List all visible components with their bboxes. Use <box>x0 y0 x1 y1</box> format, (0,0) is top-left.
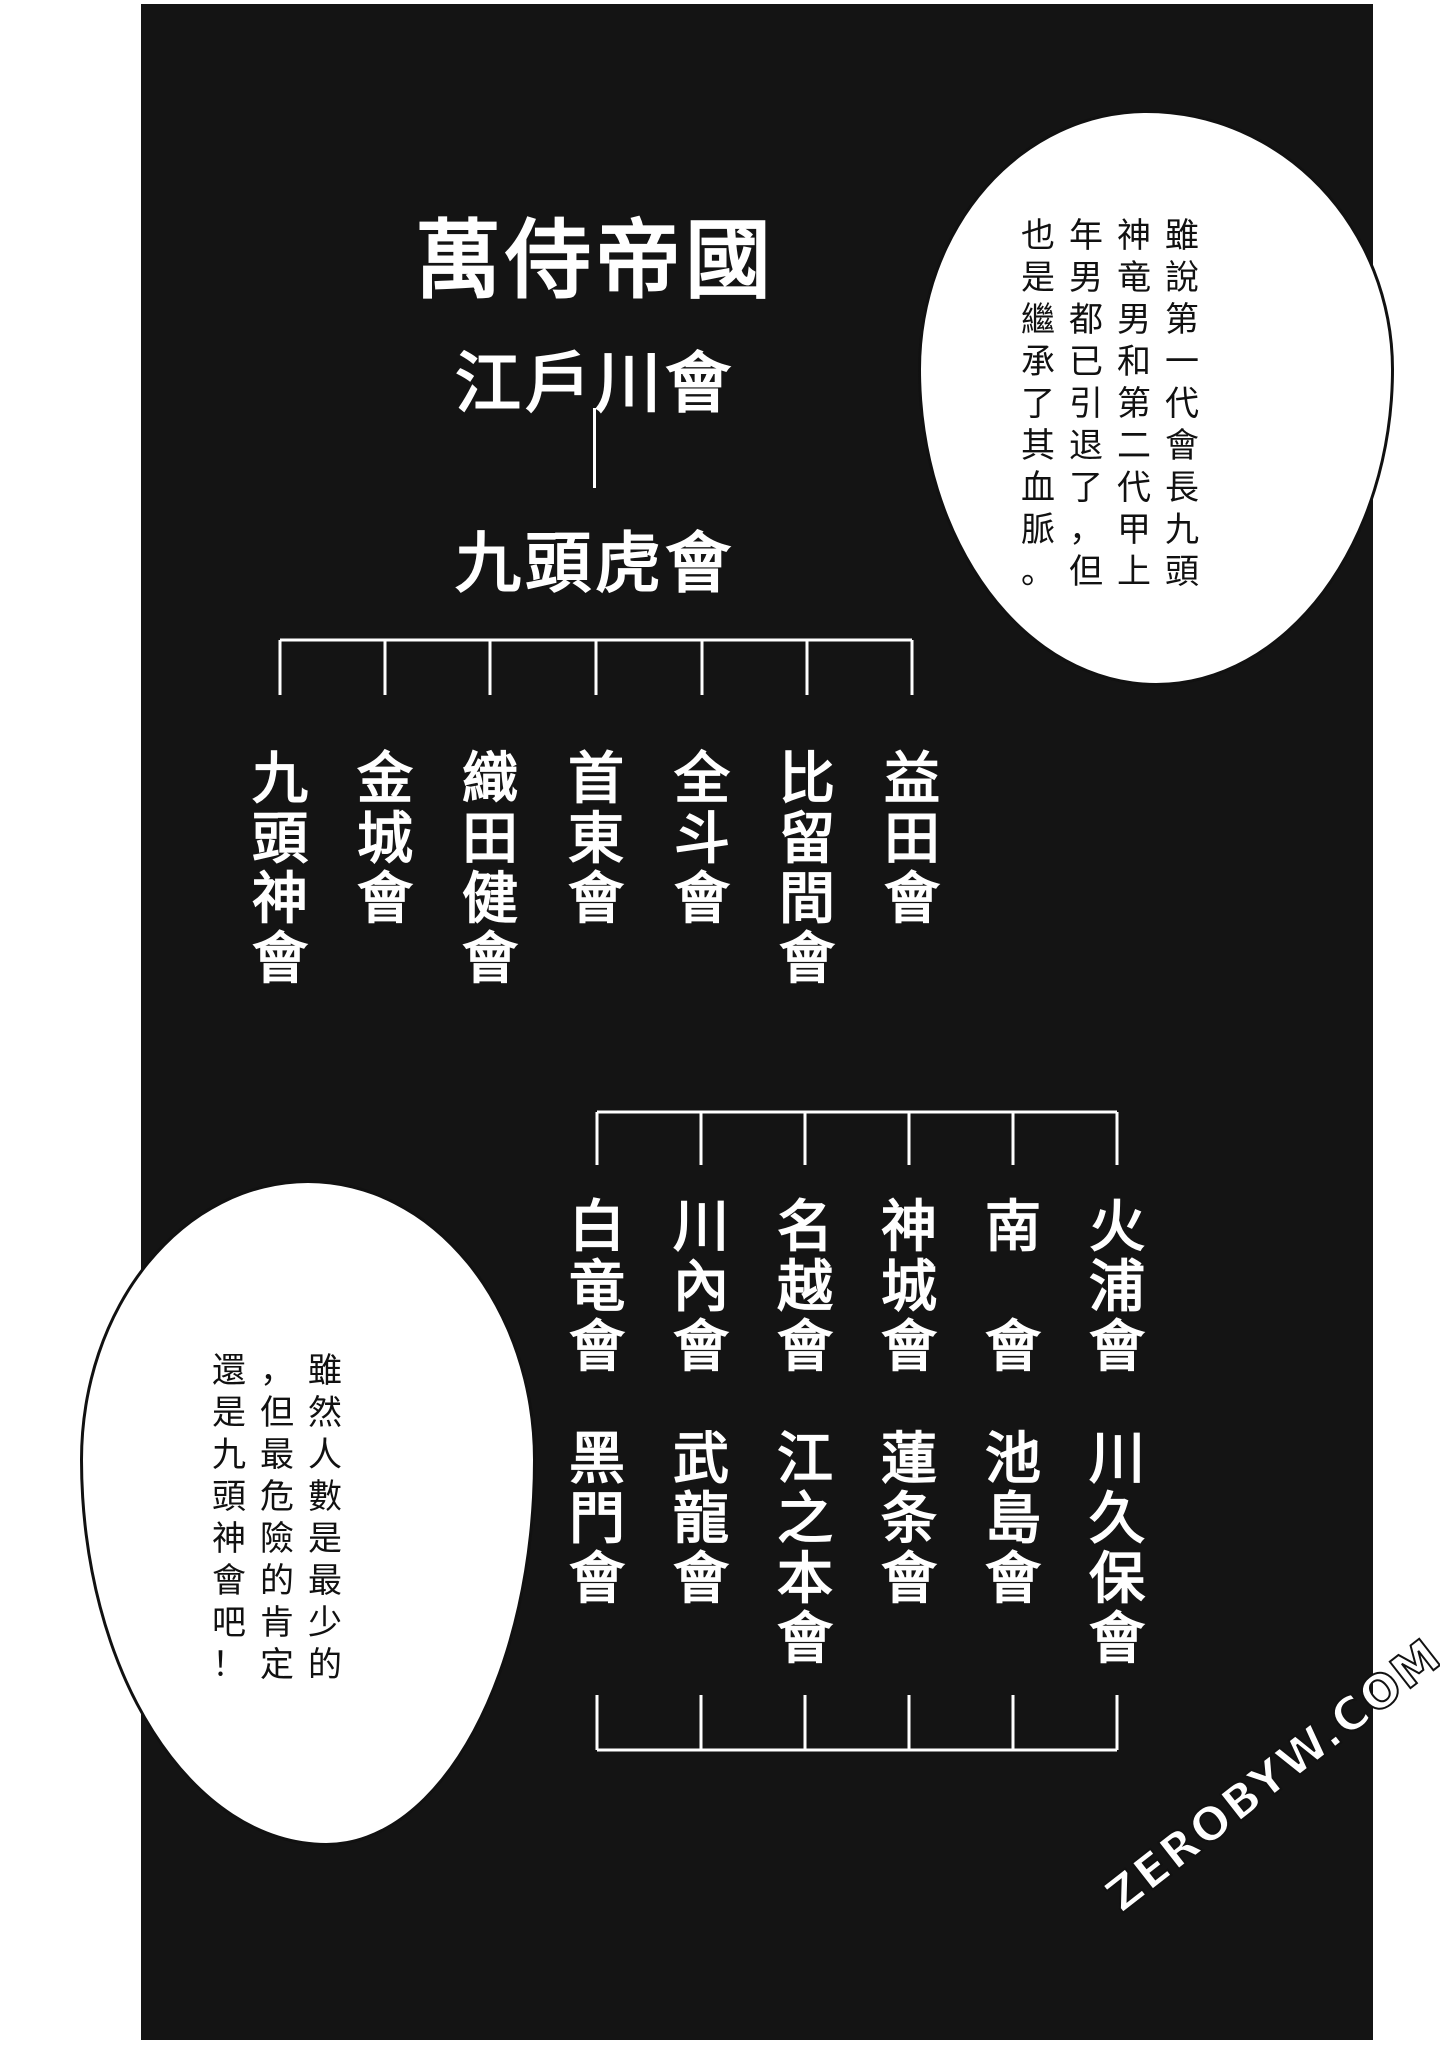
branch-kawakubo: 川 久 保 會 <box>1089 1427 1145 1672</box>
empire-title: 萬侍帝國 <box>415 211 775 311</box>
branch-enomoto: 江 之 本 會 <box>777 1427 833 1672</box>
branch-ikejima: 池 島 會 <box>985 1427 1041 1612</box>
branch-kuzugami: 九 頭 神 會 <box>252 747 308 992</box>
main-org-name: 九頭虎會 <box>455 525 735 602</box>
branch-kamishiro: 神 城 會 <box>881 1195 937 1380</box>
bubble-top-line-4: 也 是 繼 承 了 其 血 脈 。 <box>1021 216 1055 592</box>
speech-bubble-top <box>918 110 1394 686</box>
bubble-bottom-line-2: ， 但 最 危 險 的 肯 定 <box>260 1351 294 1685</box>
bubble-top-line-3: 年 男 都 已 引 退 了 ， 但 <box>1069 216 1103 592</box>
branch-hiruma: 比 留 間 會 <box>779 747 835 992</box>
branch-renjo: 蓮 条 會 <box>881 1427 937 1612</box>
bubble-top-line-2: 神 竜 男 和 第 二 代 甲 上 <box>1117 216 1151 592</box>
branch-odaken: 織 田 健 會 <box>462 747 518 992</box>
branch-hiura: 火 浦 會 <box>1089 1195 1145 1380</box>
branch-hakuryu: 白 竜 會 <box>569 1195 625 1380</box>
branch-kurokado: 黑 門 會 <box>569 1427 625 1612</box>
branch-kaneshiro: 金 城 會 <box>357 747 413 932</box>
bubble-bottom-line-1: 雖 然 人 數 是 最 少 的 <box>308 1351 342 1685</box>
branch-kawauchi: 川 內 會 <box>673 1195 729 1380</box>
speech-bubble-bottom <box>80 1180 536 1846</box>
bubble-bottom-line-3: 還 是 九 頭 神 會 吧 ！ <box>212 1351 246 1685</box>
branch-shuto: 首 東 會 <box>568 747 624 932</box>
hierarchy-connector <box>593 408 596 488</box>
branch-masuda: 益 田 會 <box>884 747 940 932</box>
branch-zento: 全 斗 會 <box>674 747 730 932</box>
branch-nagoshi: 名 越 會 <box>777 1195 833 1380</box>
branch-minami: 南 會 <box>985 1195 1041 1380</box>
bubble-top-line-1: 雖 說 第 一 代 會 長 九 頭 <box>1165 216 1199 592</box>
branch-buryu: 武 龍 會 <box>673 1427 729 1612</box>
